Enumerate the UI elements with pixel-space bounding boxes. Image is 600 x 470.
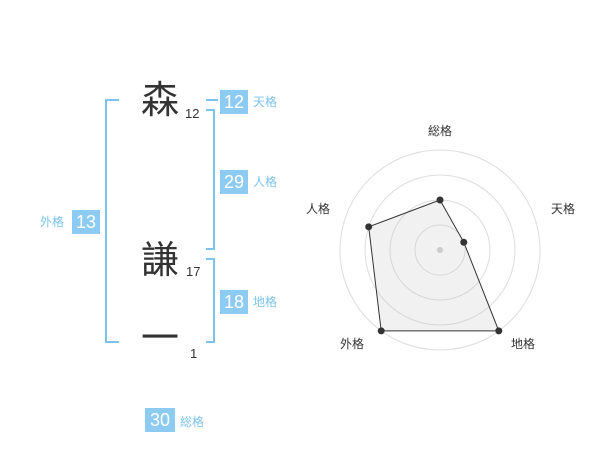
radar-label-chikaku: 地格 xyxy=(511,337,536,351)
radar-ring-3 xyxy=(364,174,516,326)
stroke-count-1: 12 xyxy=(185,106,200,121)
chikaku-bracket xyxy=(206,258,215,343)
radar-point-5 xyxy=(365,223,373,231)
jinkaku-bracket xyxy=(206,109,215,250)
name-char-1: 森 xyxy=(140,78,179,122)
radar-point-2 xyxy=(460,238,468,246)
stroke-count-2: 17 xyxy=(186,264,201,279)
name-char-3: 一 xyxy=(140,316,179,360)
radar-center-dot xyxy=(437,247,443,253)
name-char-2: 謙 xyxy=(140,238,179,282)
chikaku-label: 地格 xyxy=(253,295,278,309)
tenkaku-value: 12 xyxy=(220,90,248,114)
radar-label-gaikaku: 外格 xyxy=(340,337,365,351)
soukaku-value: 30 xyxy=(145,408,175,432)
radar-point-3 xyxy=(495,327,503,335)
radar-polygon xyxy=(368,199,500,332)
jinkaku-label: 人格 xyxy=(253,175,278,189)
chikaku-value: 18 xyxy=(220,290,248,314)
radar-point-4 xyxy=(377,327,385,335)
soukaku-label: 総格 xyxy=(180,415,205,429)
gaikaku-bracket xyxy=(105,99,119,343)
jinkaku-value: 29 xyxy=(220,170,248,194)
gaikaku-label: 外格 xyxy=(40,215,65,229)
radar-ring-4 xyxy=(339,149,541,351)
radar-label-soukaku: 総格 xyxy=(428,124,453,138)
gaikaku-value: 13 xyxy=(72,210,100,234)
radar-ring-1 xyxy=(414,224,466,276)
stroke-count-3: 1 xyxy=(190,346,198,361)
radar-point-1 xyxy=(436,196,444,204)
radar-label-jinkaku: 人格 xyxy=(306,202,331,216)
radar-label-tenkaku: 天格 xyxy=(551,202,576,216)
tenkaku-label: 天格 xyxy=(253,95,278,109)
